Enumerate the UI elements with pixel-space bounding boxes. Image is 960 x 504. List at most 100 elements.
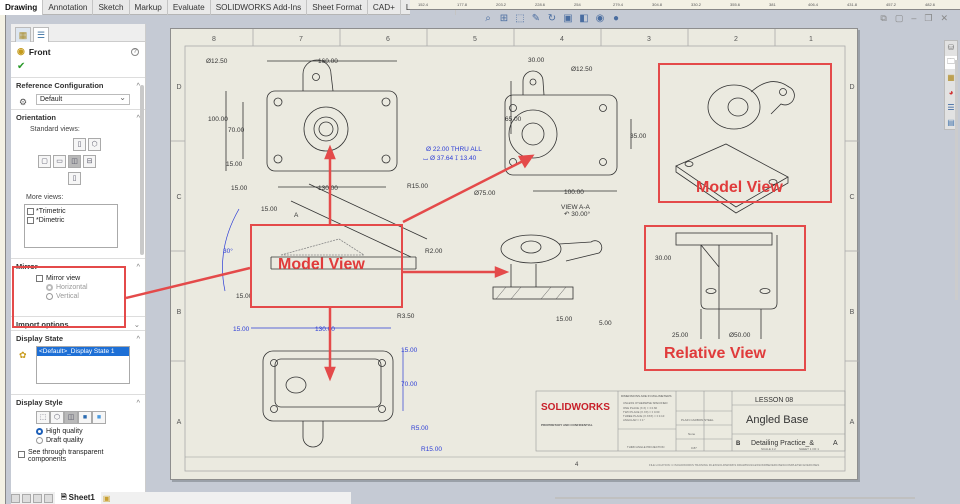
bottom-view-button[interactable]: ▭ (53, 155, 66, 168)
drawing-geometry (381, 97, 391, 107)
zoom-select-icon[interactable]: ⬚ (515, 12, 525, 24)
view-option-dimetric[interactable]: *Dimetric (27, 216, 115, 225)
ok-button[interactable]: ✔ (11, 61, 145, 72)
hidden-lines-removed-button[interactable]: ◫ (64, 411, 78, 424)
collapse-icon[interactable]: ^ (136, 113, 140, 122)
solidworks-logo: SOLIDWORKS (541, 402, 610, 413)
display-style-icon[interactable]: ◧ (579, 12, 589, 24)
first-sheet-button[interactable] (11, 493, 20, 503)
drawing-geometry (599, 158, 607, 166)
last-sheet-button[interactable] (44, 493, 53, 503)
hide-show-icon[interactable]: ◉ (595, 12, 605, 24)
zone-row-d-right: D (849, 84, 854, 91)
view-palette-icon[interactable]: ▤ (947, 118, 955, 127)
view-option-trimetric[interactable]: *Trimetric (27, 207, 115, 216)
sheet-tab[interactable]: 🗎Sheet1 (55, 492, 101, 504)
next-sheet-button[interactable] (33, 493, 42, 503)
shaded-with-edges-button[interactable]: ■ (78, 411, 92, 424)
help-icon[interactable]: ? (131, 47, 139, 56)
tile-icon[interactable]: ▢ (894, 13, 904, 23)
add-sheet-icon[interactable]: ▣ (102, 493, 111, 503)
tab-sketch[interactable]: Sketch (93, 0, 130, 15)
configuration-dropdown[interactable]: Default (36, 93, 130, 105)
left-view-button[interactable]: ▢ (38, 155, 51, 168)
minimize-icon[interactable]: – (911, 13, 917, 23)
more-views-label: More views: (26, 194, 64, 201)
custom-properties-icon[interactable]: ☰ (947, 103, 955, 112)
tab-annotation[interactable]: Annotation (43, 0, 94, 15)
size-value: B (736, 441, 741, 447)
radio-label: Vertical (56, 293, 79, 300)
drawing-geometry (495, 286, 567, 300)
drawing-geometry (768, 179, 778, 185)
dim-label: 130.00 (315, 326, 335, 333)
vertical-scrollbar[interactable] (955, 60, 958, 300)
solidworks-resources-icon[interactable]: ⛁ (947, 43, 955, 52)
front-view-button[interactable]: ◫ (68, 155, 81, 168)
drawing-geometry: 30.00 25.00 Ø50.00 (655, 255, 751, 339)
top-view-button[interactable]: ▯ (73, 138, 86, 151)
appearance-icon[interactable]: ● (612, 12, 620, 24)
checkbox[interactable] (27, 217, 34, 224)
hidden-lines-visible-button[interactable]: ⬡ (50, 411, 64, 424)
drawing-geometry (313, 116, 339, 142)
tab-markup[interactable]: Markup (130, 0, 168, 15)
drawing-geometry (500, 234, 562, 264)
file-explorer-icon[interactable]: ▦ (947, 73, 955, 82)
zoom-to-area-icon[interactable]: ⊞ (499, 12, 509, 24)
tab-evaluate[interactable]: Evaluate (168, 0, 211, 15)
mirror-callout-box (12, 266, 126, 328)
radio[interactable] (36, 437, 43, 444)
shaded-button[interactable]: ■ (92, 411, 106, 424)
feature-manager-tab[interactable]: ▦ (15, 27, 31, 42)
checkbox[interactable] (27, 208, 34, 215)
mirror-view-checkbox[interactable]: Mirror view (36, 275, 140, 282)
radio[interactable] (36, 428, 43, 435)
see-through-checkbox[interactable]: See through transparent components (18, 449, 140, 463)
draft-quality-radio[interactable]: Draft quality (36, 437, 140, 444)
close-icon[interactable]: ✕ (940, 13, 948, 23)
radio[interactable] (46, 293, 53, 300)
vertical-radio[interactable]: Vertical (46, 293, 140, 300)
view-settings-icon[interactable]: ▣ (563, 12, 573, 24)
design-library-icon[interactable]: 🗀 (945, 56, 957, 69)
model-view-callout-box-2 (658, 63, 832, 203)
checkbox[interactable] (18, 451, 25, 458)
expand-icon[interactable]: ⌄ (133, 320, 140, 329)
appearances-icon[interactable]: ◕ (948, 88, 954, 97)
relative-view-callout-box (644, 225, 806, 371)
checkbox[interactable] (36, 275, 43, 282)
high-quality-radio[interactable]: High quality (36, 428, 140, 435)
tab-solidworks-addins[interactable]: SOLIDWORKS Add-Ins (211, 0, 308, 15)
panel-scrollbar[interactable] (140, 85, 144, 255)
tab-sheet-format[interactable]: Sheet Format (307, 0, 368, 15)
tab-drawing[interactable]: Drawing (0, 0, 44, 15)
prev-sheet-button[interactable] (22, 493, 31, 503)
zoom-to-fit-icon[interactable]: ⌕ (485, 12, 491, 24)
tab-cad-plus[interactable]: CAD+ (368, 0, 401, 15)
horizontal-scrollbar[interactable] (555, 497, 915, 499)
wireframe-button[interactable]: ⬚ (36, 411, 50, 424)
restore-icon[interactable]: ⧉ (880, 13, 887, 23)
property-manager-tab[interactable]: ☰ (33, 27, 49, 42)
right-view-button[interactable]: ⊟ (83, 155, 96, 168)
radio[interactable] (46, 284, 53, 291)
display-state-item[interactable]: <Default>_Display State 1 (37, 347, 129, 356)
dim-label: Ø50.00 (729, 332, 751, 339)
rotate-icon[interactable]: ↻ (547, 12, 557, 24)
drawing-geometry (290, 200, 412, 258)
horizontal-radio[interactable]: Horizontal (46, 284, 140, 291)
drawing-sheet[interactable]: 8 7 6 5 4 3 2 1 D C B A D C B A (170, 28, 859, 480)
pan-icon[interactable]: ✎ (531, 12, 541, 24)
view-a-a (504, 70, 632, 192)
collapse-icon[interactable]: ^ (136, 262, 140, 271)
back-view-button[interactable]: ▯ (68, 172, 81, 185)
collapse-icon[interactable]: ^ (136, 334, 140, 343)
maximize-icon[interactable]: ❐ (924, 13, 933, 23)
dim-label: 70.00 (401, 381, 418, 388)
display-state-list[interactable]: <Default>_Display State 1 (36, 346, 130, 384)
collapse-icon[interactable]: ^ (136, 81, 140, 90)
isometric-view-button[interactable]: ⬡ (88, 138, 101, 151)
collapse-icon[interactable]: ^ (136, 398, 140, 407)
reference-configuration-section: Reference Configuration^ ⚙ Default (11, 77, 145, 109)
